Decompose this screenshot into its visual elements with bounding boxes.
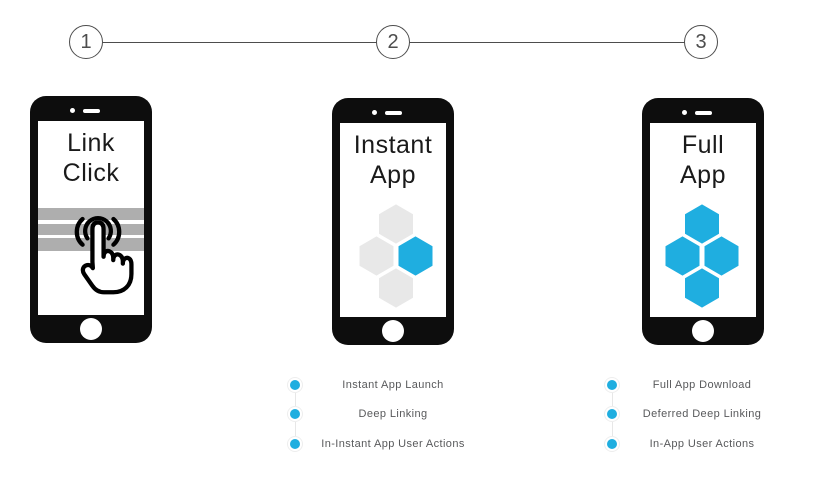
step-number: 2	[387, 30, 399, 53]
bullet-icon	[607, 438, 617, 449]
bullet-icon	[290, 438, 300, 449]
tap-hand-icon	[74, 216, 134, 295]
speaker-icon	[695, 111, 712, 115]
link-bar	[38, 208, 144, 220]
list-item: In-Instant App User Actions	[290, 429, 496, 459]
list-item-label: In-Instant App User Actions	[321, 437, 465, 450]
camera-icon	[70, 108, 75, 113]
step-circle-2: 2	[376, 25, 410, 59]
bullet-list-instant-app: Instant App Launch Deep Linking In-Insta…	[290, 370, 496, 459]
phone-link-click: Link Click	[30, 96, 152, 343]
list-item-label: Full App Download	[652, 378, 752, 391]
list-item: Instant App Launch	[290, 370, 496, 400]
bullet-icon	[607, 409, 617, 420]
list-item-label: Deep Linking	[358, 408, 428, 421]
list-item-label: Instant App Launch	[342, 378, 444, 391]
phone-screen: Link Click	[38, 121, 144, 315]
bullet-list-full-app: Full App Download Deferred Deep Linking …	[607, 370, 797, 459]
step-number: 3	[695, 30, 707, 53]
phone-title: Full App	[680, 131, 726, 189]
list-item: Deferred Deep Linking	[607, 400, 797, 430]
step-circle-1: 1	[69, 25, 103, 59]
phone-full-app: Full App	[642, 98, 764, 345]
list-item: In-App User Actions	[607, 429, 797, 459]
bullet-icon	[290, 409, 300, 420]
phone-title: Instant App	[353, 131, 433, 189]
speaker-icon	[83, 109, 100, 113]
home-button-icon	[692, 320, 714, 342]
hexagon-cluster-all-active-icon	[665, 204, 739, 308]
home-button-icon	[80, 318, 102, 340]
camera-icon	[372, 110, 377, 115]
list-item-label: Deferred Deep Linking	[642, 408, 762, 421]
phone-screen: Instant App	[340, 123, 446, 317]
step-circle-3: 3	[684, 25, 718, 59]
list-item: Deep Linking	[290, 400, 496, 430]
list-item-label: In-App User Actions	[649, 437, 755, 450]
list-item: Full App Download	[607, 370, 797, 400]
home-button-icon	[382, 320, 404, 342]
step-number: 1	[80, 30, 92, 53]
bullet-icon	[607, 379, 617, 390]
phone-instant-app: Instant App	[332, 98, 454, 345]
speaker-icon	[385, 111, 402, 115]
phone-screen: Full App	[650, 123, 756, 317]
phone-title: Link Click	[62, 129, 120, 187]
hexagon-cluster-one-active-icon	[359, 204, 433, 308]
bullet-icon	[290, 379, 300, 390]
camera-icon	[682, 110, 687, 115]
